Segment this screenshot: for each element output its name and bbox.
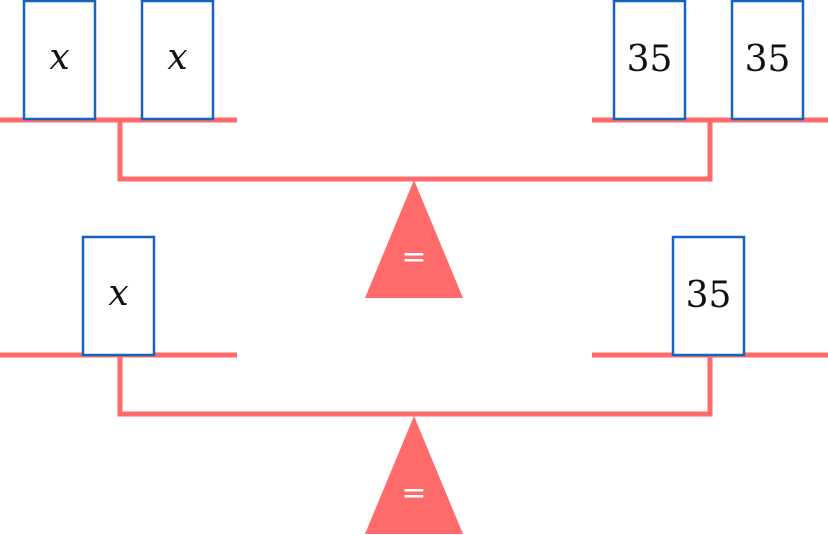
block-label: x — [49, 37, 69, 78]
variable-block: x — [140, 0, 215, 121]
equals-symbol: = — [401, 240, 426, 275]
block-label: x — [167, 37, 187, 78]
variable-block: x — [22, 0, 97, 121]
fulcrum-triangle — [365, 180, 463, 298]
balance-scale-2: = x 35 — [0, 235, 828, 534]
variable-block: x — [81, 235, 156, 357]
number-block: 35 — [730, 0, 805, 121]
block-label: 35 — [686, 275, 732, 316]
balance-scale-1: = x x 35 35 — [0, 0, 828, 298]
equals-symbol: = — [401, 476, 426, 511]
number-block: 35 — [612, 0, 687, 121]
block-label: 35 — [627, 39, 673, 80]
block-label: x — [108, 273, 128, 314]
block-label: 35 — [745, 39, 791, 80]
number-block: 35 — [671, 235, 746, 357]
fulcrum-triangle — [365, 416, 463, 534]
